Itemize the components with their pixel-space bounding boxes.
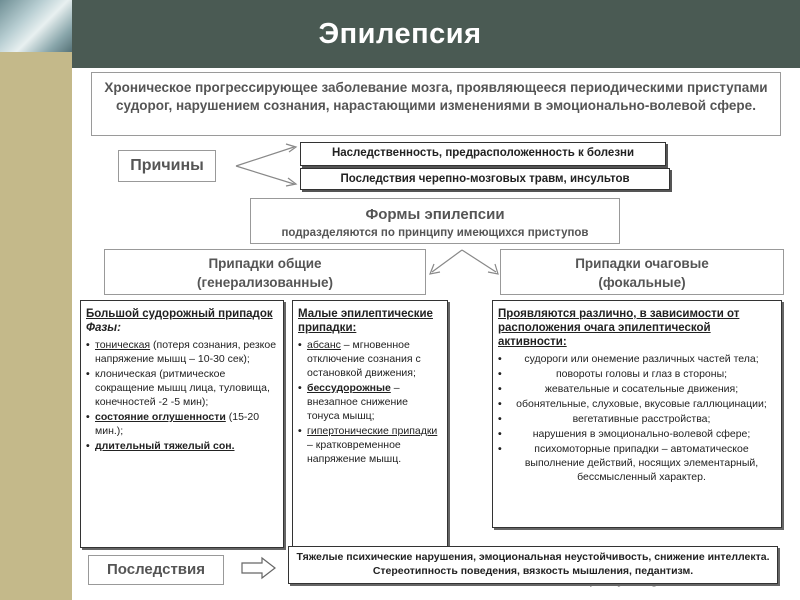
- general-line1: Припадки общие: [105, 254, 425, 273]
- list-item: гипертонические припадки – кратковременн…: [298, 424, 442, 466]
- list-item: обонятельные, слуховые, вкусовые галлюци…: [498, 397, 776, 411]
- list-item: судороги или онемение различных частей т…: [498, 352, 776, 366]
- list-item: клоническая (ритмическое сокращение мышц…: [86, 367, 278, 409]
- forms-title: Формы эпилепсии: [251, 206, 619, 223]
- forms-box: Формы эпилепсии подразделяются по принци…: [250, 198, 620, 244]
- cause-trauma: Последствия черепно-мозговых травм, инсу…: [300, 168, 670, 190]
- causes-label: Причины: [118, 150, 216, 182]
- major-phases: Фазы:: [86, 321, 278, 335]
- general-seizures-box: Припадки общие (генерализованные): [104, 249, 426, 295]
- minor-seizures-column: Малые эпилептические припадки: абсанс – …: [292, 300, 448, 548]
- consequences-label: Последствия: [88, 555, 224, 585]
- term: длительный тяжелый сон.: [95, 440, 235, 452]
- focal-line2: (фокальные): [501, 273, 783, 292]
- consequences-box: Тяжелые психические нарушения, эмоционал…: [288, 546, 778, 584]
- item-text: клоническая (ритмическое сокращение мышц…: [95, 368, 270, 408]
- list-item: длительный тяжелый сон.: [86, 439, 278, 453]
- focal-head: Проявляются различно, в зависимости от р…: [498, 307, 776, 349]
- cause-heredity: Наследственность, предрасположенность к …: [300, 142, 666, 166]
- list-item: повороты головы и глаз в стороны;: [498, 367, 776, 381]
- list-item: тоническая (потеря сознания, резкое напр…: [86, 338, 278, 366]
- focal-seizures-box: Припадки очаговые (фокальные): [500, 249, 784, 295]
- list-item: психомоторные припадки – автоматическое …: [498, 442, 776, 484]
- list-item: состояние оглушенности (15-20 мин.);: [86, 410, 278, 438]
- major-head: Большой судорожный припадок: [86, 307, 278, 321]
- major-seizure-column: Большой судорожный припадок Фазы: тониче…: [80, 300, 284, 548]
- list-item: абсанс – мгновенное отключение сознания …: [298, 338, 442, 380]
- item-text: – кратковременное напряжение мышц.: [307, 439, 401, 465]
- list-item: бессудорожные – внезапное снижение тонус…: [298, 381, 442, 423]
- forms-subtitle: подразделяются по принципу имеющихся при…: [251, 227, 619, 239]
- general-line2: (генерализованные): [105, 273, 425, 292]
- list-item: вегетативные расстройства;: [498, 412, 776, 426]
- definition-box: Хроническое прогрессирующее заболевание …: [91, 72, 781, 136]
- term: состояние оглушенности: [95, 411, 226, 423]
- term: тоническая: [95, 339, 150, 351]
- focal-line1: Припадки очаговые: [501, 254, 783, 273]
- list-item: нарушения в эмоционально-волевой сфере;: [498, 427, 776, 441]
- list-item: жевательные и сосательные движения;: [498, 382, 776, 396]
- term: абсанс: [307, 339, 341, 351]
- minor-head: Малые эпилептические припадки:: [298, 307, 442, 335]
- focal-seizures-column: Проявляются различно, в зависимости от р…: [492, 300, 782, 528]
- term: бессудорожные: [307, 382, 391, 394]
- term: гипертонические припадки: [307, 425, 437, 437]
